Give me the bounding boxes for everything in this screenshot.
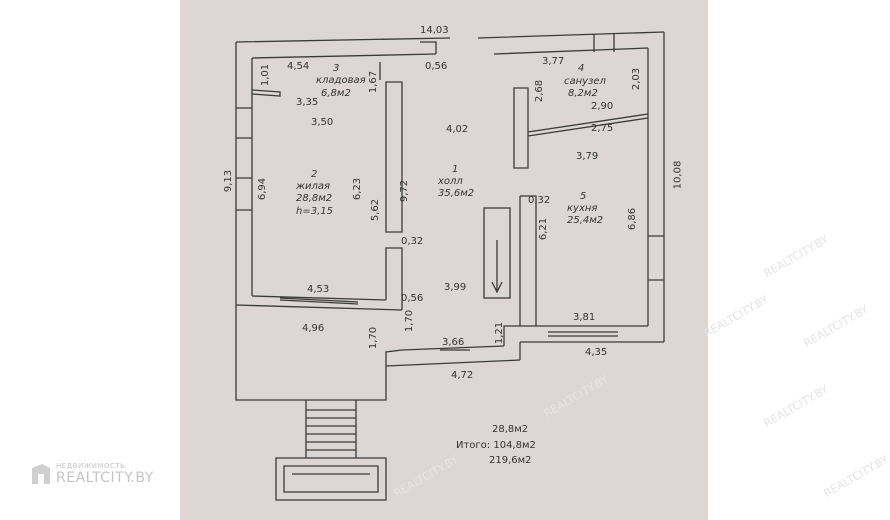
dim-storage-left: 1,01 (260, 63, 272, 87)
room-1-name: холл (438, 176, 463, 187)
dim-storage-right: 1,67 (368, 70, 380, 94)
dim-living-top: 3,50 (311, 117, 334, 128)
wall-bottom-center (385, 345, 521, 367)
dim-hall-lower: 3,99 (444, 282, 467, 293)
wall-left-partition (385, 247, 403, 310)
outer-wall-top-left (235, 37, 451, 59)
wall-storage-lower (251, 89, 281, 97)
room-5-name: кухня (567, 203, 598, 214)
dim-kitchen-bottom: 3,81 (573, 312, 596, 323)
dim-top-total: 14,03 (420, 25, 449, 36)
dim-storage-width: 4,54 (287, 61, 310, 72)
summary-line-3: 219,6м2 (489, 455, 532, 466)
logo-brand: REALTCITY.BY (56, 470, 154, 486)
dim-bath-top: 3,77 (542, 56, 565, 67)
room-1-area: 35,6м2 (438, 188, 475, 199)
dim-bottom-total: 4,72 (451, 370, 474, 381)
stair-arrow (491, 240, 503, 294)
room-2-name: жилая (296, 181, 331, 192)
window-bottom-left (279, 297, 359, 305)
dim-vestibule-width: 3,66 (442, 337, 465, 348)
dim-left-outer: 9,13 (223, 169, 235, 193)
summary-total: Итого: 104,8м2 (456, 440, 536, 451)
dim-hall-top: 4,02 (446, 124, 469, 135)
dim-bath-bottom: 2,90 (591, 101, 614, 112)
room-2-height: h=3,15 (296, 206, 333, 217)
outer-wall-right (647, 32, 665, 342)
room-4-name: санузел (564, 76, 606, 87)
dim-partition: 0,32 (401, 236, 424, 247)
window-left-1 (236, 107, 252, 139)
dim-kitchen-wall: 0,32 (528, 195, 551, 206)
porch-steps-lines (306, 409, 356, 451)
paper-sheet (180, 0, 708, 520)
room-3-name: кладовая (316, 75, 366, 86)
dim-porch-width: 4,96 (302, 323, 325, 334)
room-1-number: 1 (452, 164, 459, 175)
dim-hall-left: 9,72 (399, 179, 411, 203)
summary-line-1: 28,8м2 (492, 424, 529, 435)
window-left-2 (236, 177, 252, 211)
room-4-area: 8,2м2 (568, 88, 598, 99)
dim-storage-bottom: 3,35 (296, 97, 319, 108)
dim-kitchen-outer: 4,35 (585, 347, 608, 358)
wall-bottom-center-ends (385, 325, 536, 366)
room-3-number: 3 (333, 63, 340, 74)
wall-kitchen-left (519, 195, 537, 326)
room-2-area: 28,8м2 (296, 193, 333, 204)
outer-wall-bottom-right (520, 325, 664, 343)
porch-steps-bottom (275, 457, 387, 501)
room-5-number: 5 (580, 191, 587, 202)
white-margin (708, 0, 890, 520)
wall-bottom-left (235, 295, 403, 311)
dim-bath-right: 2,03 (631, 67, 643, 91)
wall-bath-stub (513, 87, 529, 169)
porch-steps-top (305, 400, 357, 458)
dim-bath-left: 2,68 (534, 79, 546, 103)
door-top (420, 41, 437, 54)
dim-door-top: 0,56 (425, 61, 448, 72)
dim-vestibule-right: 1,21 (494, 321, 506, 345)
dim-living-right-lower: 5,62 (370, 198, 382, 222)
realtcity-logo-icon (32, 464, 50, 484)
window-bottom-right (548, 331, 618, 337)
dim-right-outer: 10,08 (672, 160, 684, 190)
logo-subtitle: НЕДВИЖИМОСТЬ (56, 462, 126, 470)
dim-living-left: 6,94 (257, 177, 269, 201)
wall-center-upper (385, 81, 403, 233)
dim-living-bottom: 4,53 (307, 284, 330, 295)
wall-bath-lower (527, 113, 649, 137)
outer-wall-left-upper (235, 42, 253, 305)
dim-kitchen-right: 6,86 (627, 207, 639, 231)
window-right (648, 235, 664, 281)
room-4-number: 4 (578, 63, 585, 74)
dim-door-left: 0,56 (401, 293, 424, 304)
porch-outline (235, 305, 387, 401)
dim-porch-side: 1,70 (368, 326, 380, 350)
room-5-area: 25,4м2 (567, 215, 604, 226)
dim-kitchen-top: 3,79 (576, 151, 599, 162)
dim-living-right: 6,23 (352, 177, 364, 201)
window-top-right (593, 34, 615, 52)
stair-box (483, 207, 511, 299)
dim-vestibule-side: 1,70 (404, 309, 416, 333)
dim-kitchen-left: 6,21 (538, 217, 550, 241)
room-3-area: 6,8м2 (321, 88, 351, 99)
room-2-number: 2 (311, 169, 318, 180)
dim-kitchen-upper: 2,75 (591, 123, 614, 134)
outer-wall-top-right (477, 31, 665, 55)
